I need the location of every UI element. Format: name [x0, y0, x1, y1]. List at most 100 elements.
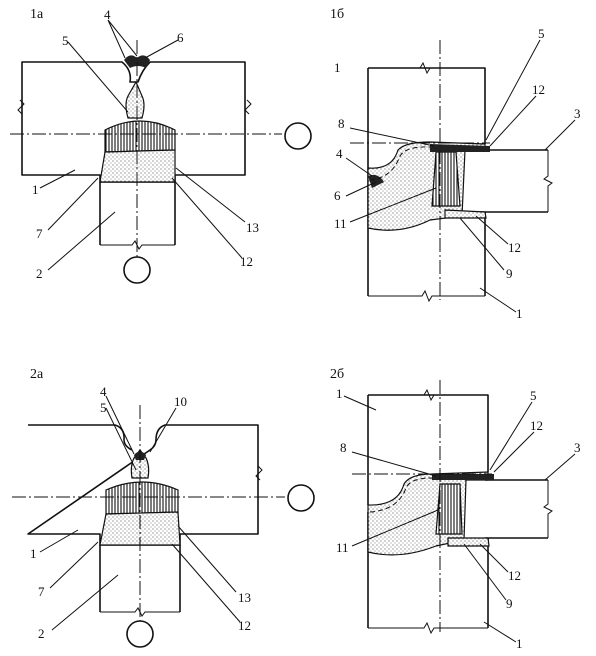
break-mark	[368, 61, 485, 75]
leader-12b	[479, 543, 509, 573]
leader-1	[39, 529, 79, 553]
callout-2: 2	[36, 266, 43, 281]
leader-2	[51, 574, 119, 631]
leader-1b	[483, 621, 517, 643]
leader-3	[544, 119, 576, 151]
leader-12	[171, 543, 241, 623]
callout-3: 3	[574, 106, 581, 121]
callout-12: 12	[240, 254, 253, 269]
beam	[480, 149, 548, 213]
leader-6	[144, 39, 179, 59]
callout-1: 1	[334, 60, 341, 75]
callout-12b: 12	[508, 240, 521, 255]
leader-7	[49, 541, 99, 589]
callout-5: 5	[100, 400, 107, 415]
callout-6: 6	[334, 188, 341, 203]
leader-12	[489, 95, 537, 147]
leader-5	[485, 39, 541, 141]
leader-7	[47, 177, 99, 231]
leader-1	[39, 169, 76, 189]
callout-1: 1	[30, 546, 37, 561]
panel-title: 2a	[30, 367, 44, 382]
leader-5	[489, 401, 533, 471]
callout-2: 2	[38, 626, 45, 641]
sealant-strip	[432, 474, 494, 480]
callout-3: 3	[574, 440, 581, 455]
panel-1a: 1a 4 6 5 1 7 13	[10, 7, 312, 284]
insulation-block	[105, 481, 179, 515]
sealant-cap	[124, 55, 150, 68]
axis-bubble	[126, 620, 154, 648]
leader-12b	[475, 215, 509, 245]
break-mark	[543, 480, 553, 538]
leader-3	[544, 453, 576, 481]
callout-1b: 1	[516, 636, 523, 651]
callout-12: 12	[530, 418, 543, 433]
leader-4	[105, 395, 135, 455]
sealant-strip	[430, 144, 490, 152]
leader-10	[149, 407, 177, 453]
panel-title: 2б	[330, 367, 344, 382]
leader-9	[463, 543, 507, 601]
leader-11	[351, 509, 439, 547]
break-mark	[255, 465, 263, 481]
callout-5: 5	[62, 33, 69, 48]
insulation-block	[431, 151, 461, 207]
callout-12: 12	[238, 618, 251, 633]
callout-5: 5	[538, 26, 545, 41]
callout-13: 13	[238, 590, 251, 605]
callout-5: 5	[530, 388, 537, 403]
leader-11	[349, 187, 437, 223]
callout-4: 4	[336, 146, 343, 161]
gasket-tube	[125, 80, 145, 119]
panel-title: 1a	[30, 7, 44, 22]
callout-1: 1	[32, 182, 39, 197]
leader-5	[67, 41, 129, 113]
leader-4	[345, 157, 373, 177]
callout-7: 7	[36, 226, 43, 241]
callout-1: 1	[336, 386, 343, 401]
callout-8: 8	[340, 440, 347, 455]
leader-6	[345, 181, 377, 197]
leader-5	[105, 407, 137, 471]
leader-12	[171, 177, 243, 259]
lower-wall	[99, 545, 181, 612]
callout-9: 9	[506, 596, 513, 611]
break-mark	[368, 289, 485, 303]
callout-11: 11	[334, 216, 347, 231]
leader-2	[47, 211, 116, 271]
flexible-membrane	[369, 477, 433, 513]
leader-1b	[479, 287, 517, 313]
bottom-gasket	[447, 537, 490, 547]
axis-bubble	[284, 122, 312, 150]
bottom-gasket	[444, 209, 487, 219]
panel-1b: 1б 5 1 12 8 3 4 6	[330, 7, 581, 321]
callout-12b: 12	[508, 568, 521, 583]
callout-11: 11	[336, 540, 349, 555]
leader-9	[459, 217, 505, 271]
panel-2a: 2a 4 10 5 1 7 13 2 12	[12, 367, 315, 648]
leader-8	[351, 451, 437, 477]
callout-1b: 1	[516, 306, 523, 321]
leader-8	[349, 127, 435, 147]
panel-2b: 2б 1 5 12 8 3 11 12 9 1	[330, 367, 581, 651]
callout-7: 7	[38, 584, 45, 599]
insulation-block	[104, 120, 176, 153]
callout-13: 13	[246, 220, 259, 235]
break-mark	[368, 621, 488, 635]
flexible-membrane	[369, 146, 431, 181]
callout-12: 12	[532, 82, 545, 97]
axis-bubble	[123, 256, 151, 284]
break-mark	[244, 99, 252, 115]
callout-4: 4	[104, 7, 111, 22]
leader-1	[343, 395, 377, 411]
break-mark	[368, 388, 488, 402]
panel-title: 1б	[330, 7, 344, 22]
callout-8: 8	[338, 116, 345, 131]
leader-13	[177, 525, 237, 593]
callout-6: 6	[177, 30, 184, 45]
break-mark	[543, 150, 553, 212]
axis-bubble	[287, 484, 315, 512]
leader-4	[107, 19, 138, 59]
